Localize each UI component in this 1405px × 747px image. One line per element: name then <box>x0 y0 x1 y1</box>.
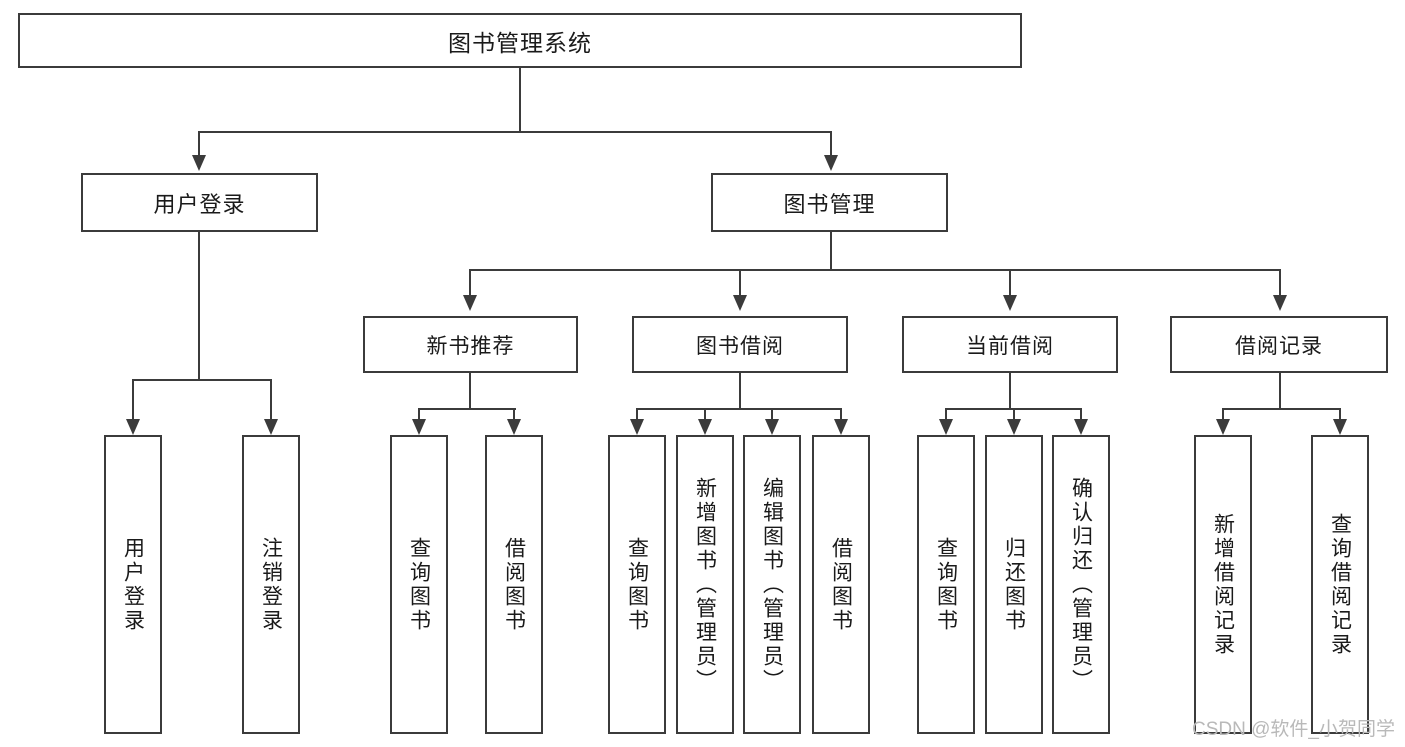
leaf-book-borrow-2[interactable]: 编辑图书（管理员） <box>743 435 801 734</box>
leaf-book-borrow-3[interactable]: 借阅图书 <box>812 435 870 734</box>
node-root-library-system[interactable]: 图书管理系统 <box>18 13 1022 68</box>
arrowhead-borrow-record-leaf-1 <box>1333 419 1347 435</box>
edge-book-manage-to-lvl3-3 <box>1279 269 1281 297</box>
arrowhead-book-borrow-leaf-0 <box>630 419 644 435</box>
node-new-book-recommend[interactable]: 新书推荐 <box>363 316 578 373</box>
edge-borrow-record-to-leaf-0 <box>1222 408 1224 424</box>
node-label: 用户登录 <box>153 191 246 217</box>
leaf-borrow-record-1[interactable]: 查询借阅记录 <box>1311 435 1369 734</box>
leaf-current-borrow-1[interactable]: 归还图书 <box>985 435 1043 734</box>
leaf-label: 查询图书 <box>407 536 431 633</box>
edge-book-borrow-to-leaf-3 <box>840 408 842 424</box>
arrowhead-current-borrow-leaf-2 <box>1074 419 1088 435</box>
node-label: 借阅记录 <box>1235 334 1323 358</box>
leaf-current-borrow-2[interactable]: 确认归还（管理员） <box>1052 435 1110 734</box>
leaf-new-book-recommend-0[interactable]: 查询图书 <box>390 435 448 734</box>
arrowhead-lvl3-0 <box>463 295 477 311</box>
edge-book-borrow-bus <box>636 408 842 410</box>
node-label: 新书推荐 <box>426 334 515 358</box>
node-label: 图书管理 <box>783 191 876 217</box>
arrowhead-new-book-leaf-0 <box>412 419 426 435</box>
edge-new-book-stem <box>469 373 471 409</box>
node-book-manage[interactable]: 图书管理 <box>711 173 948 232</box>
edge-book-borrow-stem <box>739 373 741 409</box>
edge-book-manage-to-lvl3-2 <box>1009 269 1011 297</box>
edge-root-to-user-login <box>198 131 200 157</box>
arrowhead-current-borrow-leaf-1 <box>1007 419 1021 435</box>
leaf-label: 借阅图书 <box>502 536 526 633</box>
edge-book-borrow-to-leaf-0 <box>636 408 638 424</box>
leaf-new-book-recommend-1[interactable]: 借阅图书 <box>485 435 543 734</box>
edge-book-borrow-to-leaf-2 <box>771 408 773 424</box>
edge-book-manage-stem <box>830 232 832 270</box>
node-label: 图书管理系统 <box>448 29 592 56</box>
node-label: 当前借阅 <box>966 334 1054 358</box>
arrowhead-user-login-leaf-0 <box>126 419 140 435</box>
arrowhead-book-borrow-leaf-2 <box>765 419 779 435</box>
edge-user-login-bus <box>132 379 272 381</box>
leaf-label: 注销登录 <box>259 536 283 633</box>
leaf-user-login-0[interactable]: 用户登录 <box>104 435 162 734</box>
edge-book-manage-to-lvl3-1 <box>739 269 741 297</box>
edge-book-manage-to-lvl3-0 <box>469 269 471 297</box>
edge-user-login-to-leaf-1 <box>270 379 272 421</box>
leaf-label: 查询图书 <box>625 536 649 633</box>
leaf-label: 新增借阅记录 <box>1211 512 1235 657</box>
edge-current-borrow-to-leaf-0 <box>945 408 947 424</box>
leaf-label: 借阅图书 <box>829 536 853 633</box>
node-label: 图书借阅 <box>696 334 784 358</box>
edge-current-borrow-to-leaf-2 <box>1080 408 1082 424</box>
arrowhead-lvl3-3 <box>1273 295 1287 311</box>
edge-book-manage-bus <box>469 269 1281 271</box>
leaf-label: 归还图书 <box>1002 536 1026 633</box>
arrowhead-to-user-login <box>192 155 206 171</box>
arrowhead-new-book-leaf-1 <box>507 419 521 435</box>
arrowhead-lvl3-1 <box>733 295 747 311</box>
edge-root-stem <box>519 68 521 132</box>
edge-current-borrow-stem <box>1009 373 1011 409</box>
leaf-book-borrow-0[interactable]: 查询图书 <box>608 435 666 734</box>
leaf-label: 用户登录 <box>121 536 145 633</box>
leaf-label: 新增图书（管理员） <box>693 476 717 693</box>
node-borrow-record[interactable]: 借阅记录 <box>1170 316 1388 373</box>
arrowhead-lvl3-2 <box>1003 295 1017 311</box>
edge-current-borrow-to-leaf-1 <box>1013 408 1015 424</box>
edge-borrow-record-stem <box>1279 373 1281 409</box>
edge-root-bus <box>198 131 832 133</box>
leaf-label: 编辑图书（管理员） <box>760 476 784 693</box>
edge-book-borrow-to-leaf-1 <box>704 408 706 424</box>
node-current-borrow[interactable]: 当前借阅 <box>902 316 1118 373</box>
leaf-current-borrow-0[interactable]: 查询图书 <box>917 435 975 734</box>
leaf-borrow-record-0[interactable]: 新增借阅记录 <box>1194 435 1252 734</box>
arrowhead-to-book-manage <box>824 155 838 171</box>
leaf-label: 查询图书 <box>934 536 958 633</box>
edge-new-book-to-leaf-1 <box>513 408 515 424</box>
edge-user-login-to-leaf-0 <box>132 379 134 421</box>
edge-borrow-record-bus <box>1222 408 1340 410</box>
arrowhead-user-login-leaf-1 <box>264 419 278 435</box>
node-book-borrow[interactable]: 图书借阅 <box>632 316 848 373</box>
edge-new-book-bus <box>418 408 516 410</box>
arrowhead-book-borrow-leaf-3 <box>834 419 848 435</box>
edge-root-to-book-manage <box>830 131 832 157</box>
leaf-label: 查询借阅记录 <box>1328 512 1352 657</box>
arrowhead-book-borrow-leaf-1 <box>698 419 712 435</box>
leaf-label: 确认归还（管理员） <box>1069 476 1093 693</box>
edge-borrow-record-to-leaf-1 <box>1339 408 1341 424</box>
edge-new-book-to-leaf-0 <box>418 408 420 424</box>
edge-user-login-stem <box>198 232 200 380</box>
node-user-login[interactable]: 用户登录 <box>81 173 318 232</box>
leaf-user-login-1[interactable]: 注销登录 <box>242 435 300 734</box>
arrowhead-borrow-record-leaf-0 <box>1216 419 1230 435</box>
leaf-book-borrow-1[interactable]: 新增图书（管理员） <box>676 435 734 734</box>
arrowhead-current-borrow-leaf-0 <box>939 419 953 435</box>
